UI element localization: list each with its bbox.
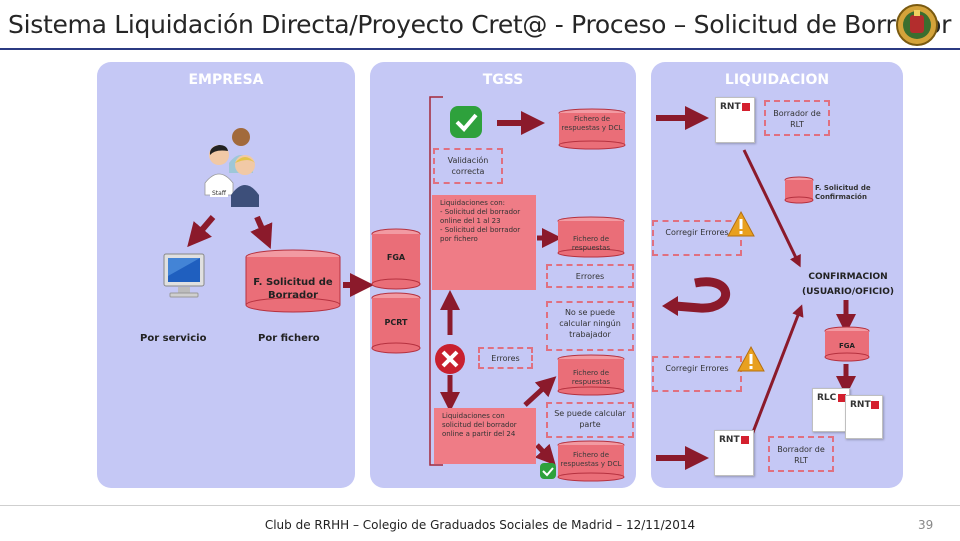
arrow-rnt-bottom-confirmacion: [748, 304, 804, 441]
fichero-respuestas-mid-label: Fichero de respuestas: [571, 235, 611, 252]
rnt-document-liq-icon: RNT: [845, 395, 883, 439]
title-divider: [0, 48, 960, 50]
staff-label: Staff: [210, 190, 228, 197]
fga-cylinder: [371, 228, 421, 290]
tgss-bracket: [429, 96, 443, 466]
fichero-respuestas-low-label: Fichero de respuestas: [571, 369, 611, 386]
page-number: 39: [918, 518, 934, 532]
arrow-online-dcl: [534, 443, 556, 466]
arrow-return-curve: [674, 277, 731, 313]
rnt-bottom-logo-mark: [741, 436, 749, 444]
fichero-respuestas-dcl-top-cylinder: [558, 108, 626, 150]
panel-title-empresa: EMPRESA: [188, 72, 264, 88]
fichero-respuestas-dcl-bottom-label: Fichero de respuestas y DCL: [560, 451, 622, 468]
error-x-icon: [435, 344, 465, 374]
footer-text: Club de RRHH – Colegio de Graduados Soci…: [264, 518, 696, 532]
liquidaciones-con-box: Liquidaciones con: - Solicitud del borra…: [432, 195, 536, 290]
f-solicitud-confirmacion-label: F. Solicitud de Confirmación: [815, 184, 871, 201]
solicitud-borrador-label: F. Solicitud de Borrador: [253, 277, 333, 301]
arrow-to-servicio: [187, 215, 216, 248]
panel-title-liquidacion: LIQUIDACION: [724, 72, 830, 88]
rnt-liq-logo-mark: [871, 401, 879, 409]
liquidaciones-online-24-box: Liquidaciones con solicitud del borrador…: [434, 408, 536, 464]
liquidaciones-item-1: - Solicitud del borrador online del 1 al…: [440, 208, 521, 225]
por-servicio-label: Por servicio: [140, 333, 207, 344]
fichero-respuestas-low-cylinder: [557, 354, 625, 396]
panel-title-tgss: TGSS: [482, 72, 524, 88]
f-solicitud-confirmacion-cylinder: [784, 176, 814, 204]
validacion-correcta-box: Validación correcta: [433, 148, 503, 184]
arrow-online-respuestas: [523, 376, 557, 407]
rlc-document-icon: RLC: [812, 388, 850, 432]
por-fichero-label: Por fichero: [258, 333, 320, 344]
rnt-document-bottom-icon: RNT: [714, 430, 754, 476]
page-title: Sistema Liquidación Directa/Proyecto Cre…: [8, 10, 952, 39]
corregir-errores-top-box: Corregir Errores: [652, 220, 742, 256]
institution-seal-icon: [896, 4, 938, 46]
errores-mid-box: Errores: [546, 264, 634, 288]
fichero-respuestas-dcl-top-label: Fichero de respuestas y DCL: [561, 115, 623, 132]
fga-liquidacion-label: FGA: [839, 342, 855, 350]
rlc-label: RLC: [817, 393, 837, 403]
fga-label: FGA: [386, 253, 406, 262]
liquidaciones-item-2: - Solicitud del borrador por fichero: [440, 226, 521, 243]
warning-bottom-icon: [737, 345, 765, 372]
pcrt-cylinder: [371, 292, 421, 354]
rnt-liq-label: RNT: [850, 400, 871, 410]
rnt-bottom-label: RNT: [719, 435, 740, 445]
rnt-top-label: RNT: [720, 102, 741, 112]
borrador-rlt-bottom-box: Borrador de RLT: [768, 436, 834, 472]
arrow-rnt-confirmacion: [742, 149, 801, 268]
computer-icon: [163, 253, 205, 298]
se-puede-box: Se puede calcular parte: [546, 402, 634, 438]
errores-left-box: Errores: [478, 347, 533, 369]
warning-top-icon: [727, 210, 755, 237]
fichero-respuestas-dcl-bottom-cylinder: [557, 440, 625, 482]
footer-bar: [0, 505, 960, 541]
solicitud-borrador-cylinder: [245, 249, 341, 313]
rlc-logo-mark: [838, 394, 846, 402]
arrow-to-fichero: [250, 215, 273, 250]
check-icon: [450, 106, 482, 138]
liquidaciones-con-heading: Liquidaciones con:: [440, 199, 506, 207]
staff-users-icon: [204, 128, 259, 207]
fga-liquidacion-cylinder: [824, 326, 870, 362]
pcrt-label: PCRT: [384, 318, 408, 327]
no-se-puede-box: No se puede calcular ningún trabajador: [546, 301, 634, 351]
rnt-top-logo-mark: [742, 103, 750, 111]
rnt-document-top-icon: RNT: [715, 97, 755, 143]
borrador-rlt-top-box: Borrador de RLT: [764, 100, 830, 136]
small-check-icon: [540, 463, 556, 479]
corregir-errores-bottom-box: Corregir Errores: [652, 356, 742, 392]
confirmacion-label: CONFIRMACION (USUARIO/OFICIO): [802, 272, 894, 297]
fichero-respuestas-mid-cylinder: [557, 216, 625, 258]
